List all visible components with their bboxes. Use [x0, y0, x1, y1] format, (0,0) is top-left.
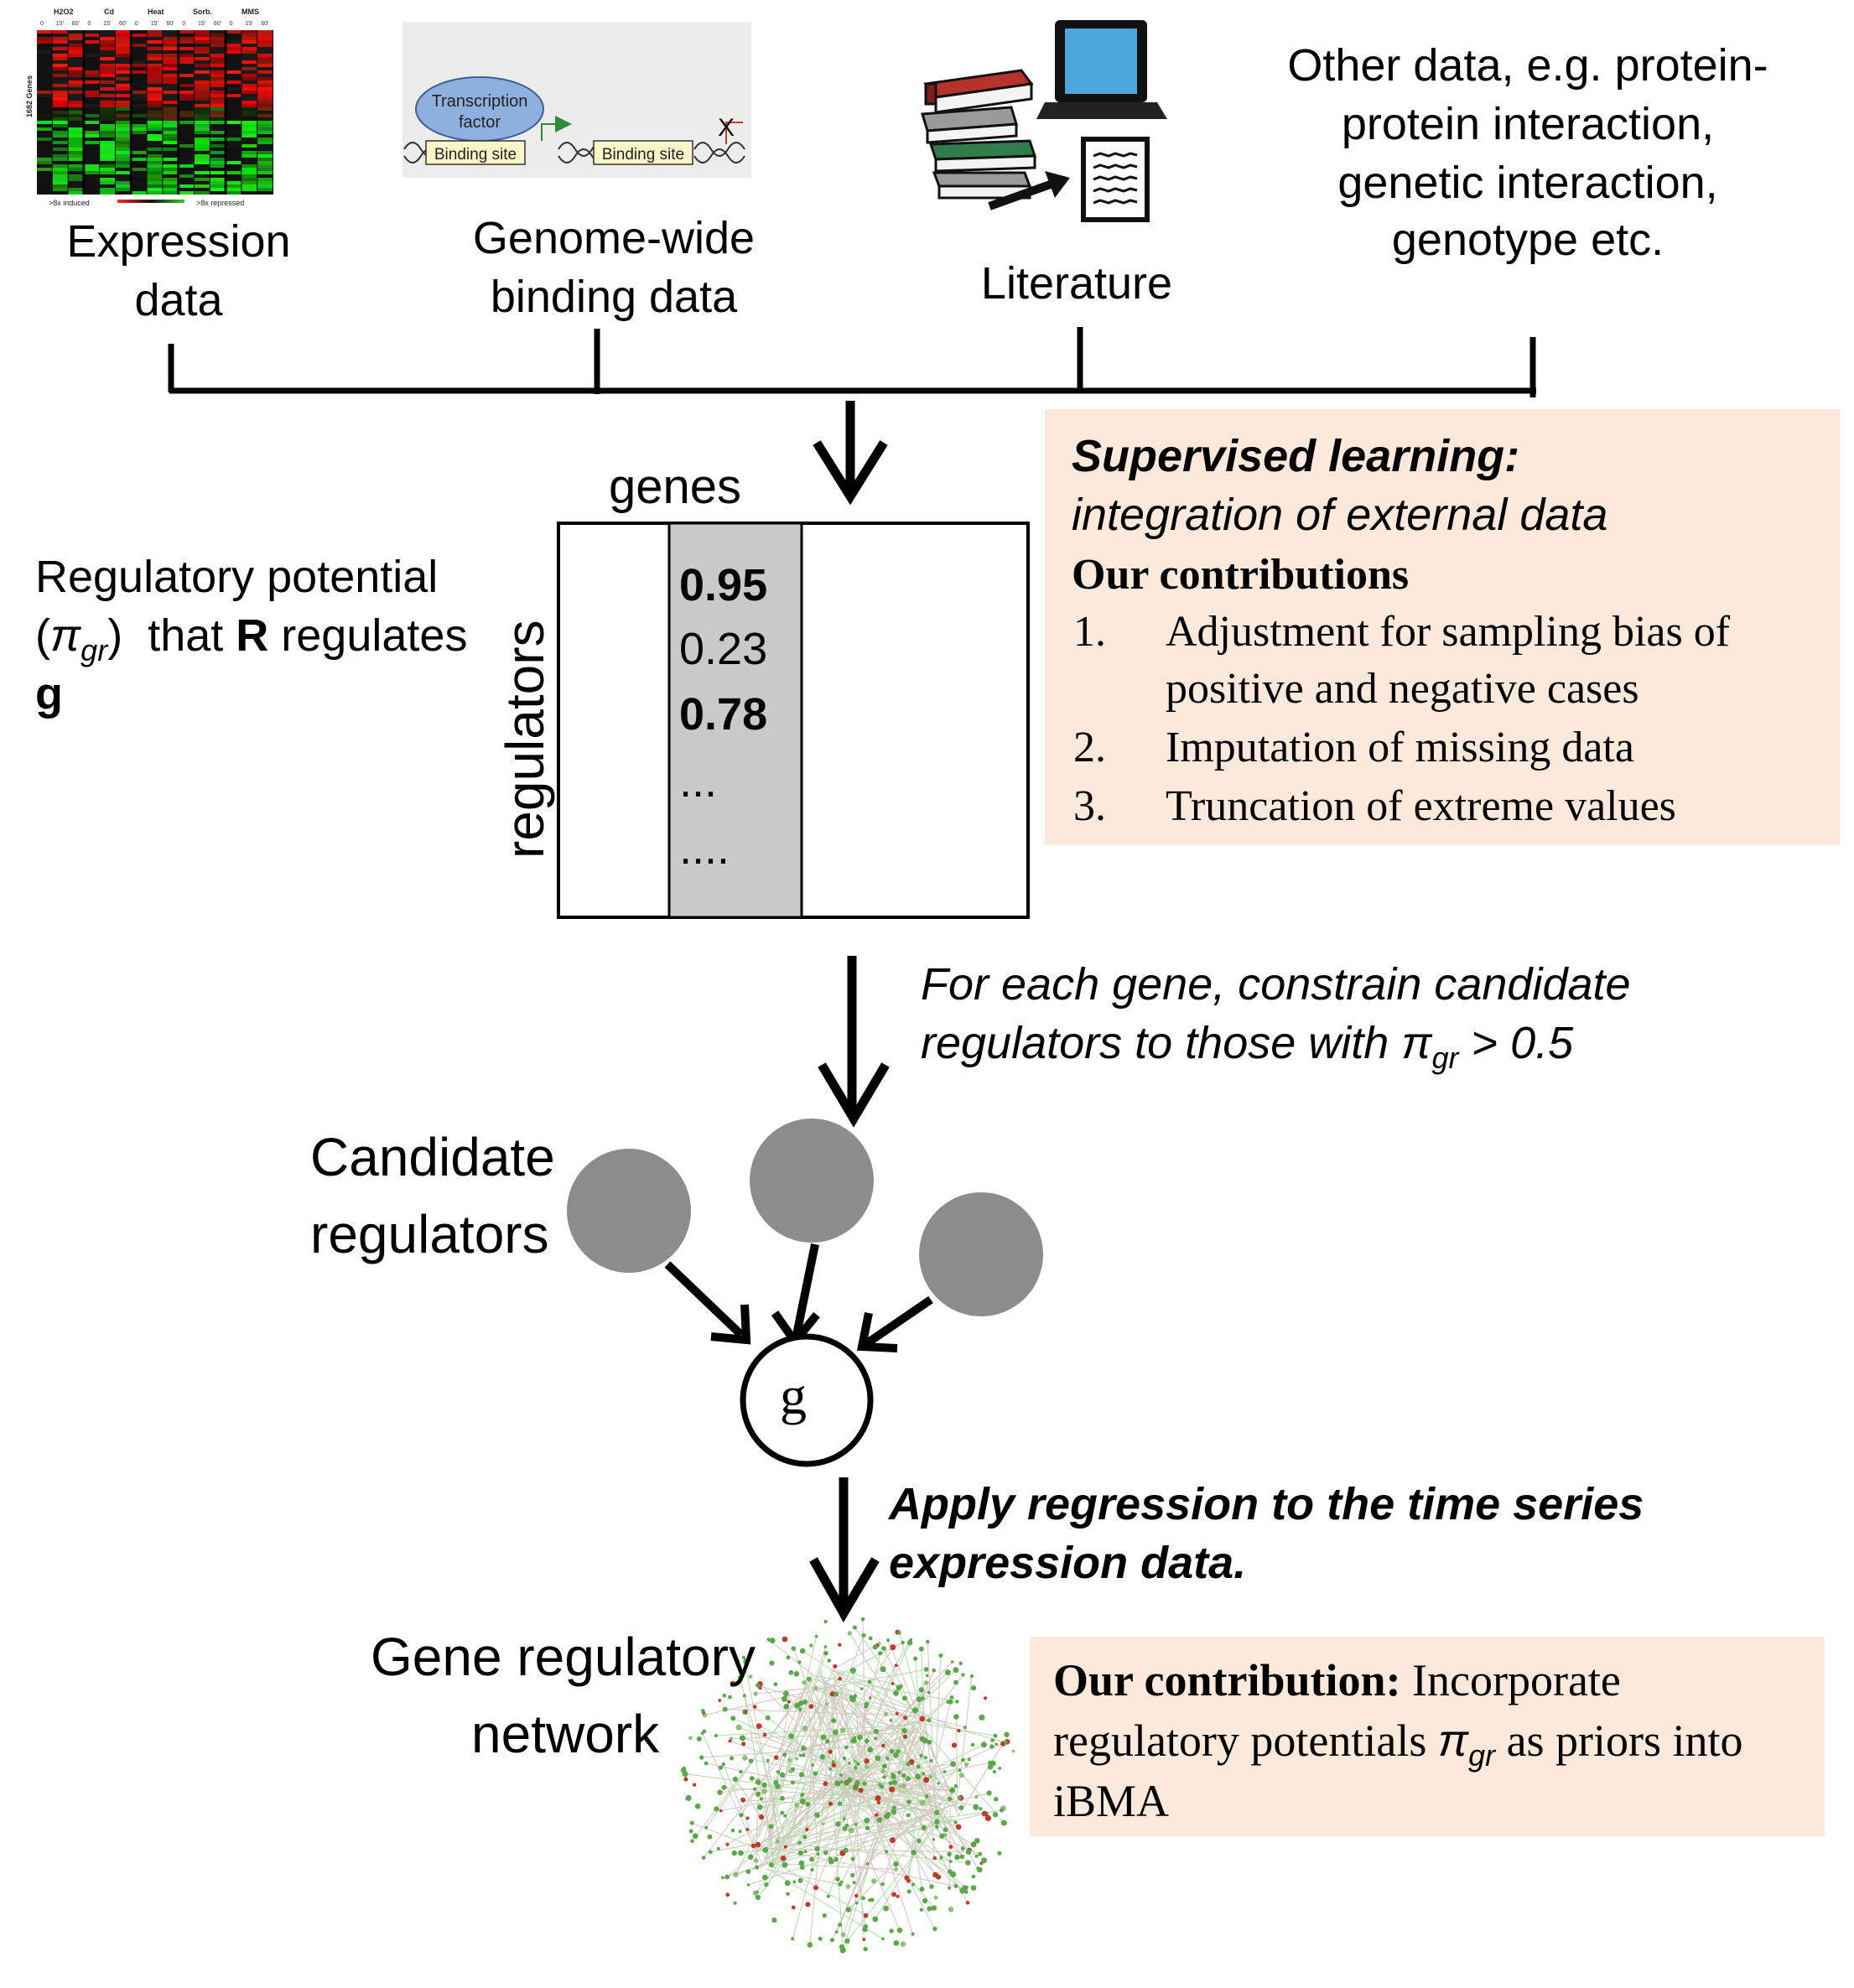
heatmap-timepoint: 60': [214, 21, 221, 27]
heatmap-legend-bar: [117, 200, 184, 203]
matrix-value-4: ...: [679, 756, 717, 807]
contribution-line2: regulatory potentials πgr as priors into: [1053, 1715, 1743, 1773]
potential-line3: g: [35, 669, 63, 719]
heatmap-timepoint: 0: [87, 21, 91, 27]
heatmap-cond-5: MMS: [241, 8, 259, 16]
heatmap-timepoint: 60': [166, 21, 174, 27]
contributions-heading: Our contributions: [1072, 551, 1409, 599]
binding-site-1: [425, 140, 526, 165]
green-transcription-arrow-icon: [541, 116, 572, 141]
target-gene-label: g: [780, 1366, 807, 1425]
heatmap-timepoint: 15': [103, 21, 111, 27]
contribution-3-line1: Truncation of extreme values: [1166, 782, 1676, 830]
network-label-line1: Gene regulatory: [371, 1627, 756, 1687]
candidate-label-line1: Candidate: [310, 1127, 555, 1187]
heatmap-timepoint: 0: [135, 21, 138, 27]
heatmap-timepoint: 0: [182, 21, 185, 27]
binding-label-line1: Genome-wide: [473, 213, 755, 263]
candidate-regulator-nodes: [567, 1119, 1043, 1316]
red-flag-icon: [725, 122, 743, 144]
contribution-line3: iBMA: [1053, 1776, 1169, 1826]
heatmap-timepoint: 60': [261, 21, 268, 27]
network-label-line2: network: [471, 1704, 660, 1764]
other-data-line4: genotype etc.: [1392, 215, 1664, 265]
potential-matrix: [557, 522, 1030, 919]
expression-label-line2: data: [134, 275, 223, 325]
matrix-value-1: 0.95: [679, 560, 767, 610]
regression-line1: Apply regression to the time series: [887, 1479, 1644, 1529]
heatmap-timepoint: 15': [245, 21, 252, 27]
heatmap-timepoint: 15': [56, 21, 64, 27]
heatmap-legend-left: >8x induced: [49, 199, 90, 207]
heatmap-timepoint: 0: [230, 21, 233, 27]
contribution-3-num: 3.: [1073, 782, 1106, 830]
contribution-1-line1: Adjustment for sampling bias of: [1166, 608, 1731, 656]
arrow-down-2: [818, 956, 890, 1128]
tf-label-line2: factor: [459, 113, 501, 132]
contribution-box: [1030, 1637, 1825, 1836]
matrix-col-label: genes: [609, 459, 741, 514]
heatmap-cond-1: H2O2: [54, 8, 74, 16]
contribution-line1: Our contribution: Incorporate: [1053, 1655, 1621, 1705]
potential-line2: (πgr) that R regulates: [35, 610, 467, 667]
binding-site-1-label: Binding site: [434, 146, 517, 164]
books-laptop-document-icon: [921, 20, 1167, 222]
contribution-2-num: 2.: [1073, 724, 1106, 771]
heatmap-timepoint: 15': [151, 21, 158, 27]
constrain-line2: regulators to those with πgr > 0.5: [921, 1018, 1574, 1075]
supervised-title: Supervised learning:: [1072, 431, 1519, 481]
regulator-node-3: [919, 1192, 1043, 1316]
literature-label: Literature: [981, 258, 1172, 309]
arrow-down-3: [809, 1477, 880, 1622]
tf-label-line1: Transcription: [432, 92, 528, 111]
heatmap-timepoint: 15': [198, 21, 205, 27]
target-gene-node: [740, 1333, 874, 1467]
binding-site-2-label: Binding site: [602, 146, 684, 164]
binding-label-line2: binding data: [491, 272, 738, 322]
constrain-line1: For each gene, constrain candidate: [921, 959, 1631, 1010]
binding-diagram: Transcription factor Binding site Bindin…: [402, 22, 751, 178]
heatmap-timepoint: 60': [72, 21, 80, 27]
matrix-value-2: 0.23: [679, 624, 767, 674]
expression-label-line1: Expression: [66, 216, 290, 267]
heatmap-ylabel: 1682 Genes: [25, 75, 34, 117]
heatmap-cond-2: Cd: [104, 8, 114, 16]
network-hairball: [680, 1617, 1015, 1954]
potential-line1: Regulatory potential: [35, 552, 438, 602]
matrix-row-label: regulators: [495, 620, 555, 859]
supervised-learning-box: [1045, 409, 1840, 845]
regression-line2: expression data.: [889, 1538, 1246, 1588]
regulator-node-2: [750, 1119, 874, 1243]
heatmap-timepoint: 60': [119, 21, 127, 27]
arrow-down-1: [813, 401, 888, 506]
contribution-1-line2: positive and negative cases: [1166, 665, 1639, 713]
merge-bracket: [168, 327, 1536, 397]
supervised-subtitle: integration of external data: [1072, 490, 1607, 540]
binding-site-2: [593, 140, 693, 165]
regulator-node-1: [567, 1149, 691, 1273]
contribution-2-line1: Imputation of missing data: [1166, 724, 1634, 771]
matrix-value-5: ....: [679, 823, 730, 874]
matrix-value-3: 0.78: [679, 689, 767, 740]
block-mark: X: [718, 114, 735, 142]
candidate-label-line2: regulators: [310, 1204, 549, 1264]
heatmap-cond-3: Heat: [148, 8, 164, 16]
heatmap-legend-right: >8x repressed: [196, 199, 244, 207]
other-data-line2: protein interaction,: [1342, 99, 1714, 149]
contribution-1-num: 1.: [1073, 608, 1106, 656]
heatmap-timepoint: 0: [40, 21, 44, 27]
regulator-edges: [664, 1243, 933, 1352]
heatmap-cond-4: Sorb.: [193, 8, 212, 16]
expression-heatmap: H2O2 Cd Heat Sorb. MMS 0 15' 60' 0 15' 60' 0 15…: [25, 8, 273, 207]
highlighted-gene-column: [667, 522, 803, 919]
other-data-line3: genetic interaction,: [1337, 158, 1717, 208]
other-data-line1: Other data, e.g. protein-: [1287, 40, 1768, 91]
